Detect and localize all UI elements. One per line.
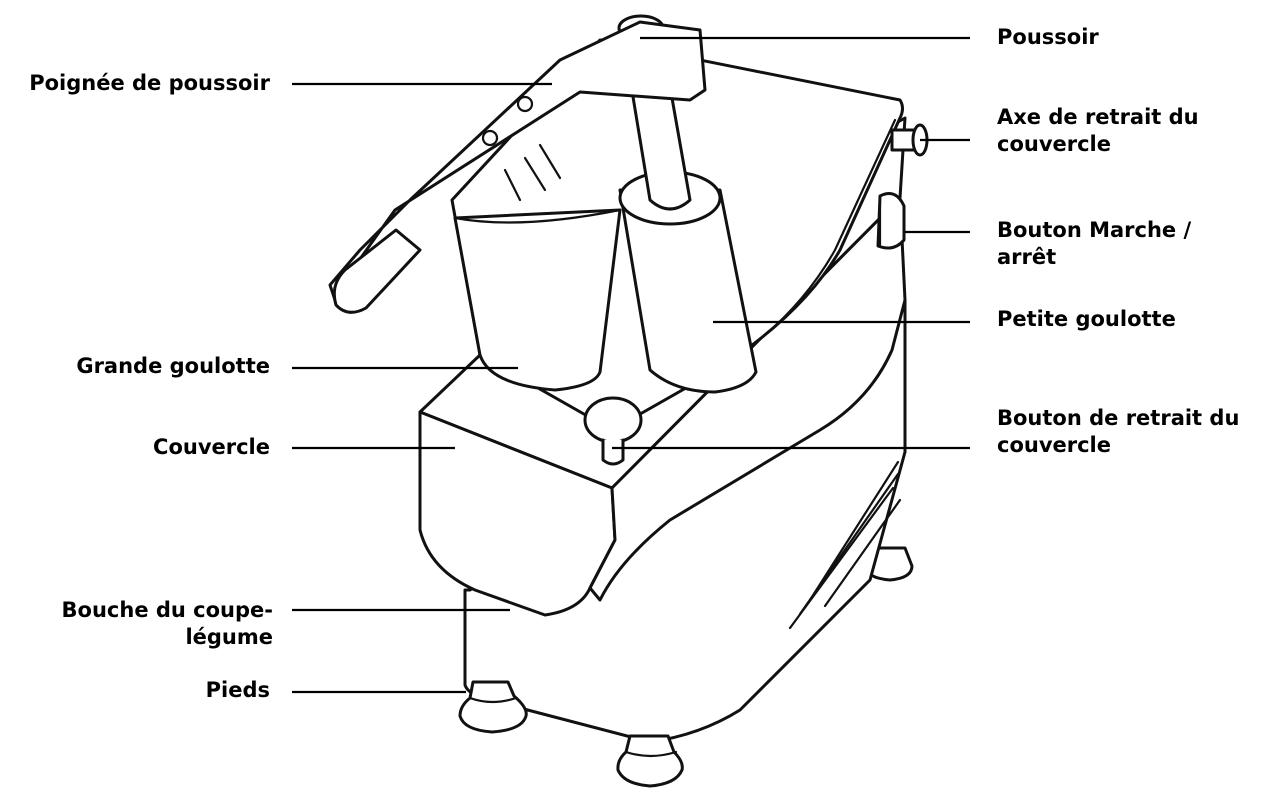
lid-axle-pin — [890, 123, 929, 157]
label-poignee-de-poussoir: Poignée de poussoir — [29, 70, 270, 97]
leader-lines — [292, 36, 970, 694]
label-poussoir: Poussoir — [997, 24, 1099, 51]
foot-front-left — [458, 680, 528, 734]
label-couvercle: Couvercle — [153, 434, 270, 461]
label-pieds-text: Pieds — [205, 678, 270, 702]
lid-removal-knob — [583, 396, 643, 466]
label-retrait-line1: Bouton de retrait du — [997, 406, 1240, 430]
label-petite-goulotte: Petite goulotte — [997, 306, 1176, 333]
label-axe-line2: couvercle — [997, 132, 1112, 156]
label-pieds: Pieds — [206, 677, 270, 704]
label-axe-de-retrait: Axe de retrait du couvercle — [997, 104, 1199, 158]
label-grande-text: Grande goulotte — [76, 354, 270, 378]
label-grande-goulotte: Grande goulotte — [76, 353, 270, 380]
label-retrait-line2: couvercle — [997, 433, 1112, 457]
vent-slots — [788, 460, 902, 630]
label-bouton-de-retrait: Bouton de retrait du couvercle — [997, 405, 1239, 459]
label-marche-line2: arrêt — [997, 245, 1057, 269]
on-off-button — [876, 192, 906, 250]
label-bouche-line2: légume — [185, 625, 273, 649]
label-bouton-marche-arret: Bouton Marche / arrêt — [997, 217, 1191, 271]
label-poussoir-text: Poussoir — [997, 25, 1099, 49]
large-chute — [453, 208, 622, 392]
foot-front-center — [616, 734, 684, 788]
label-petite-text: Petite goulotte — [997, 307, 1176, 331]
label-couvercle-text: Couvercle — [153, 435, 270, 459]
pusher-handle — [328, 20, 707, 314]
label-bouche-du-coupe-legume: Bouche du coupe- légume — [62, 597, 273, 651]
label-bouche-line1: Bouche du coupe- — [61, 598, 273, 622]
label-poignee-text: Poignée de poussoir — [29, 71, 270, 95]
label-marche-line1: Bouton Marche / — [997, 218, 1192, 242]
label-axe-line1: Axe de retrait du — [997, 105, 1199, 129]
